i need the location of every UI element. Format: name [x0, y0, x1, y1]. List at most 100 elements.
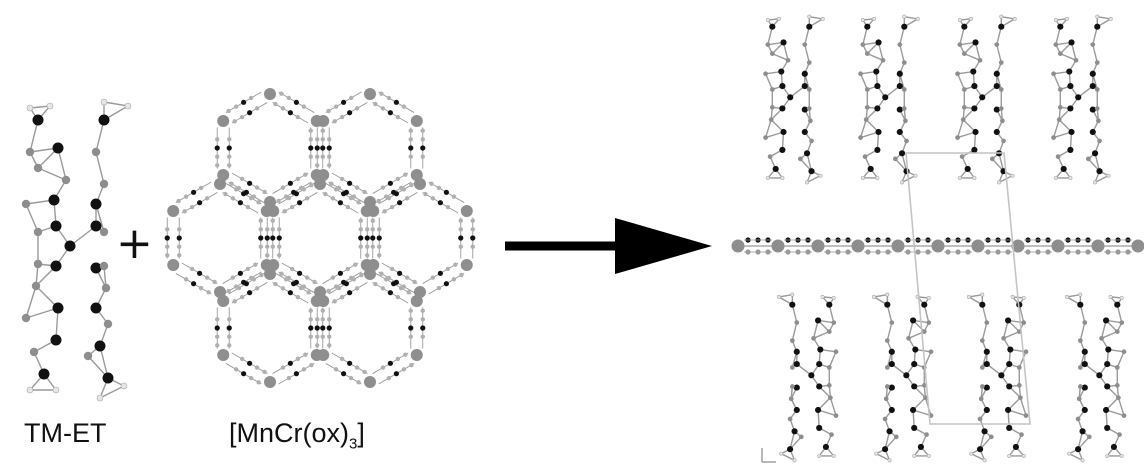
bond [957, 131, 976, 139]
carbon-atom [983, 348, 990, 355]
carbon-atom [287, 110, 293, 116]
oxygen-atom [458, 244, 463, 249]
carbon-atom [50, 220, 62, 232]
metal-atom [264, 196, 276, 208]
oxygen-atom [308, 308, 313, 313]
tm-et-stack [776, 292, 839, 463]
carbon-atom [816, 424, 823, 432]
oxygen-atom [280, 286, 286, 291]
sulfur-atom [977, 57, 983, 63]
bond [778, 293, 793, 298]
hydrogen-atom [969, 16, 974, 21]
sulfur-atom [860, 42, 866, 47]
carbon-atom [320, 145, 326, 151]
oxygen-atom [189, 266, 195, 272]
carbon-atom [911, 361, 918, 368]
carbon-atom [1067, 83, 1074, 90]
oxygen-atom [215, 163, 220, 168]
sulfur-atom [994, 42, 1000, 47]
sulfur-atom [1099, 335, 1104, 341]
sulfur-atom [1119, 320, 1125, 325]
carbon-atom [769, 23, 776, 30]
carbon-atom [888, 348, 895, 355]
carbon-atom [1089, 83, 1096, 90]
metal-atom [314, 178, 326, 190]
sulfur-atom [998, 106, 1004, 111]
sulfur-atom [889, 320, 895, 325]
oxygen-atom [359, 272, 364, 278]
hydrogen-atom [1078, 292, 1083, 297]
metal-atom [267, 259, 280, 271]
carbon-atom [38, 368, 50, 380]
oxygen-atom [327, 317, 332, 322]
oxygen-atom [376, 198, 381, 204]
oxygen-atom [258, 244, 263, 249]
metal-atom [851, 239, 865, 253]
oxygen-atom [354, 286, 360, 291]
oxygen-atom [365, 244, 370, 249]
metal-atom [364, 88, 376, 100]
oxygen-atom [295, 356, 301, 362]
metal-atom [1131, 239, 1144, 253]
sulfur-atom [829, 432, 834, 437]
sulfur-atom [61, 175, 71, 185]
carbon-atom [470, 235, 476, 241]
mncr-label-subscript: 3 [349, 435, 358, 453]
carbon-atom [1096, 372, 1103, 379]
carbon-atom [197, 200, 203, 206]
sulfur-atom [1018, 395, 1023, 401]
hydrogen-atom [885, 292, 890, 297]
oxygen-atom [256, 200, 261, 205]
oxygen-atom [177, 244, 182, 249]
oxygen-atom [398, 185, 404, 191]
sulfur-atom [1000, 118, 1005, 124]
oxygen-atom [406, 290, 411, 295]
sulfur-atom [1051, 135, 1056, 140]
oxygen-atom [315, 137, 320, 142]
oxygen-atom [420, 137, 425, 142]
carbon-atom [1075, 446, 1082, 453]
oxygen-atom [230, 275, 236, 280]
oxygen-atom [239, 356, 245, 362]
hydrogen-atom [915, 16, 920, 21]
sulfur-atom [961, 87, 967, 92]
oxygen-atom [365, 227, 370, 232]
carbon-atom [801, 83, 808, 90]
hydrogen-atom [1068, 175, 1073, 180]
carbon-atom [264, 235, 270, 241]
hydrogen-atom [805, 180, 810, 185]
oxygen-atom [198, 285, 204, 291]
oxygen-atom [223, 191, 228, 197]
oxygen-atom [227, 343, 232, 348]
hydrogen-atom [52, 386, 60, 394]
carbon-atom [293, 99, 299, 105]
bond [1092, 44, 1098, 63]
carbon-atom [789, 301, 796, 308]
carbon-atom [326, 325, 332, 331]
sulfur-atom [1077, 365, 1083, 370]
hydrogen-atom [779, 451, 784, 456]
oxygen-atom [259, 272, 264, 278]
carbon-atom [970, 68, 977, 75]
oxygen-atom [339, 294, 345, 300]
carbon-atom [793, 361, 800, 368]
oxygen-atom [383, 194, 389, 199]
oxygen-atom [420, 334, 425, 339]
hydrogen-atom [999, 14, 1004, 19]
sulfur-atom [961, 105, 967, 110]
sulfur-atom [979, 384, 985, 389]
sulfur-atom [979, 365, 985, 370]
metal-atom [217, 115, 230, 127]
carbon-atom [48, 194, 60, 206]
oxygen-atom [286, 95, 292, 101]
sulfur-atom [1085, 156, 1091, 162]
sulfur-atom [1021, 320, 1027, 325]
sulfur-atom [892, 156, 898, 162]
metal-atom [214, 178, 226, 190]
oxygen-atom [408, 334, 413, 339]
carbon-atom [393, 279, 399, 285]
hydrogen-atom [765, 18, 770, 22]
bond [1052, 73, 1061, 90]
sulfur-atom [1057, 51, 1063, 56]
